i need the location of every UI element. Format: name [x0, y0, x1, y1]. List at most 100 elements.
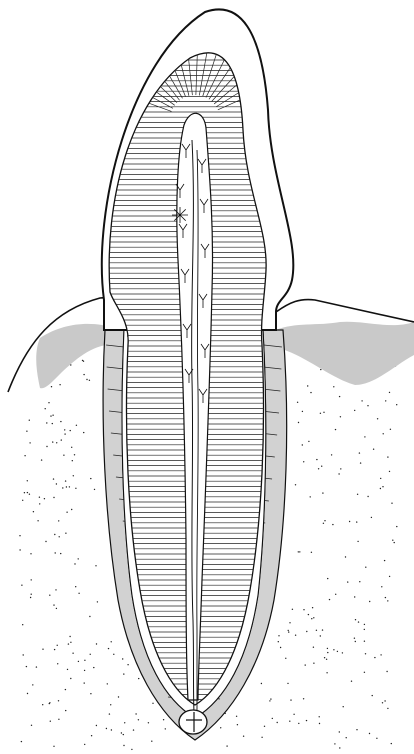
bone-stipple-dot	[51, 386, 52, 387]
bone-stipple-dot	[367, 405, 368, 406]
bone-stipple-dot	[313, 617, 314, 618]
bone-stipple-dot	[46, 446, 47, 447]
bone-stipple-dot	[65, 480, 66, 481]
bone-stipple-dot	[46, 422, 47, 423]
bone-stipple-dot	[394, 542, 395, 543]
bone-stipple-dot	[396, 404, 397, 405]
bone-stipple-dot	[78, 558, 79, 559]
bone-stipple-dot	[84, 744, 85, 745]
bone-stipple-dot	[96, 725, 97, 726]
bone-stipple-dot	[374, 657, 375, 658]
bone-stipple-dot	[69, 486, 70, 487]
bone-stipple-dot	[303, 698, 304, 699]
bone-stipple-dot	[306, 631, 307, 632]
bone-stipple-dot	[23, 654, 24, 655]
bone-stipple-dot	[354, 410, 355, 411]
bone-stipple-dot	[323, 412, 324, 413]
bone-stipple-dot	[133, 729, 134, 730]
bone-stipple-dot	[392, 540, 393, 541]
bone-stipple-dot	[280, 647, 281, 648]
bone-stipple-dot	[307, 385, 308, 386]
bone-stipple-dot	[29, 442, 30, 443]
bone-stipple-dot	[53, 497, 54, 498]
bone-stipple-dot	[369, 601, 370, 602]
bone-stipple-dot	[365, 567, 366, 568]
bone-stipple-dot	[54, 534, 55, 535]
bone-stipple-dot	[335, 429, 336, 430]
jaw-outline-right	[276, 300, 414, 323]
bone-stipple-dot	[323, 523, 324, 524]
bone-stipple-dot	[339, 747, 340, 748]
bone-stipple-dot	[45, 408, 46, 409]
bone-stipple-dot	[360, 462, 361, 463]
bone-stipple-dot	[308, 441, 309, 442]
bone-stipple-dot	[24, 455, 25, 456]
bone-stipple-dot	[41, 459, 42, 460]
bone-stipple-dot	[299, 551, 300, 552]
bone-stipple-dot	[261, 683, 262, 684]
bone-stipple-dot	[24, 492, 25, 493]
bone-stipple-dot	[50, 721, 51, 722]
bone-stipple-dot	[337, 651, 338, 652]
bone-stipple-dot	[72, 653, 73, 654]
bone-stipple-dot	[75, 586, 76, 587]
bone-stipple-dot	[387, 708, 388, 709]
bone-stipple-dot	[27, 693, 28, 694]
bone-stipple-dot	[313, 647, 314, 648]
bone-stipple-dot	[377, 418, 378, 419]
bone-stipple-dot	[53, 746, 54, 747]
bone-stipple-dot	[55, 552, 56, 553]
bone-stipple-dot	[364, 624, 365, 625]
bone-stipple-dot	[287, 683, 288, 684]
bone-stipple-dot	[76, 425, 77, 426]
bone-stipple-dot	[290, 699, 291, 700]
bone-stipple-dot	[49, 595, 50, 596]
bone-stipple-dot	[84, 660, 85, 661]
bone-stipple-dot	[339, 396, 340, 397]
bone-stipple-dot	[387, 456, 388, 457]
bone-stipple-dot	[372, 695, 373, 696]
bone-stipple-dot	[320, 413, 321, 414]
bone-stipple-dot	[27, 492, 28, 493]
bone-stipple-dot	[303, 609, 304, 610]
bone-stipple-dot	[91, 735, 92, 736]
bone-stipple-dot	[71, 509, 72, 510]
bone-stipple-dot	[356, 521, 357, 522]
bone-stipple-dot	[384, 700, 385, 701]
bone-stipple-dot	[123, 745, 124, 746]
bone-stipple-dot	[277, 722, 278, 723]
bone-stipple-dot	[345, 556, 346, 557]
bone-stipple-dot	[390, 429, 391, 430]
bone-stipple-dot	[30, 597, 31, 598]
bone-stipple-dot	[65, 533, 66, 534]
bone-stipple-dot	[312, 607, 313, 608]
bone-stipple-dot	[389, 471, 390, 472]
bone-stipple-dot	[311, 552, 312, 553]
bone-stipple-dot	[243, 736, 244, 737]
bone-stipple-dot	[310, 392, 311, 393]
bone-stipple-dot	[118, 696, 119, 697]
bone-stipple-dot	[236, 716, 237, 717]
bone-stipple-dot	[70, 642, 71, 643]
bone-stipple-dot	[96, 643, 97, 644]
bone-stipple-dot	[74, 454, 75, 455]
bone-stipple-dot	[65, 689, 66, 690]
bone-stipple-dot	[48, 402, 49, 403]
bone-stipple-dot	[64, 429, 65, 430]
bone-stipple-dot	[349, 521, 350, 522]
bone-stipple-dot	[396, 526, 397, 527]
gingiva-right	[276, 322, 414, 385]
nerve-branch-cluster	[172, 207, 188, 223]
bone-stipple-dot	[359, 581, 360, 582]
bone-stipple-dot	[42, 704, 43, 705]
bone-stipple-dot	[75, 488, 76, 489]
bone-stipple-dot	[357, 494, 358, 495]
bone-stipple-dot	[335, 594, 336, 595]
bone-stipple-dot	[324, 520, 325, 521]
bone-stipple-dot	[163, 719, 164, 720]
bone-stipple-dot	[288, 631, 289, 632]
bone-stipple-dot	[56, 608, 57, 609]
bone-stipple-dot	[356, 729, 357, 730]
bone-stipple-dot	[364, 672, 365, 673]
bone-stipple-dot	[21, 741, 22, 742]
